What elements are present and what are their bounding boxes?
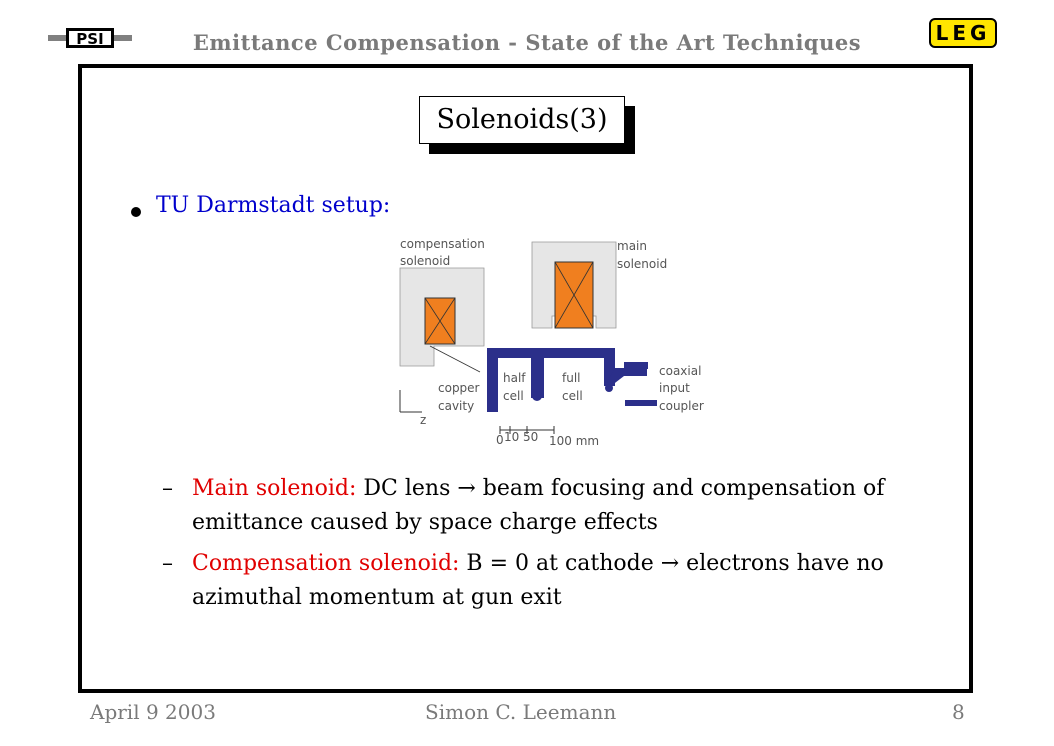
- axis-z: z: [420, 413, 426, 427]
- subitem-dash: –: [162, 476, 173, 501]
- subitem-text-cont: emittance caused by space charge effects: [192, 510, 658, 535]
- label-full-1: full: [562, 371, 581, 385]
- subitem-compensation-solenoid: – Compensation solenoid: B = 0 at cathod…: [162, 547, 922, 615]
- label-full-2: cell: [562, 389, 583, 403]
- label-coax-1: coaxial: [659, 364, 701, 378]
- label-copper-2: cavity: [438, 399, 474, 413]
- scale-0: 0: [496, 433, 504, 447]
- subitem-text: B = 0 at cathode → electrons have no: [459, 551, 884, 576]
- psi-logo: PSI: [48, 28, 132, 48]
- label-main-1: main: [617, 239, 647, 253]
- label-coax-2: input: [659, 381, 690, 395]
- footer-date: April 9 2003: [90, 700, 216, 724]
- label-main-2: solenoid: [617, 257, 667, 271]
- label-half-1: half: [503, 371, 526, 385]
- scale-50: 50: [523, 430, 538, 444]
- scale-10: 10: [504, 430, 519, 444]
- subitem-highlight: Compensation solenoid:: [192, 551, 460, 576]
- footer-author: Simon C. Leemann: [425, 700, 617, 724]
- subitem-text: DC lens → beam focusing and compensation…: [356, 476, 885, 501]
- bullet-text: TU Darmstadt setup:: [156, 193, 391, 218]
- subitem-highlight: Main solenoid:: [192, 476, 357, 501]
- slide-title: Solenoids(3): [419, 96, 625, 144]
- subitem-text-cont: azimuthal momentum at gun exit: [192, 585, 562, 610]
- bullet-dot: [131, 207, 141, 217]
- footer-page-number: 8: [952, 700, 965, 724]
- label-coax-3: coupler: [659, 399, 704, 413]
- leg-logo: LEG: [929, 18, 997, 48]
- scale-100: 100 mm: [549, 434, 599, 448]
- label-comp-2: solenoid: [400, 254, 450, 268]
- psi-logo-text: PSI: [76, 30, 103, 48]
- subitem-dash: –: [162, 551, 173, 576]
- label-half-2: cell: [503, 389, 524, 403]
- header-title: Emittance Compensation - State of the Ar…: [192, 30, 862, 55]
- subitem-main-solenoid: – Main solenoid: DC lens → beam focusing…: [162, 472, 922, 540]
- label-comp-1: compensation: [400, 237, 485, 251]
- gun-diagram: compensation solenoid main solenoid copp…: [399, 237, 704, 448]
- label-copper-1: copper: [438, 381, 480, 395]
- slide-frame: [78, 64, 973, 693]
